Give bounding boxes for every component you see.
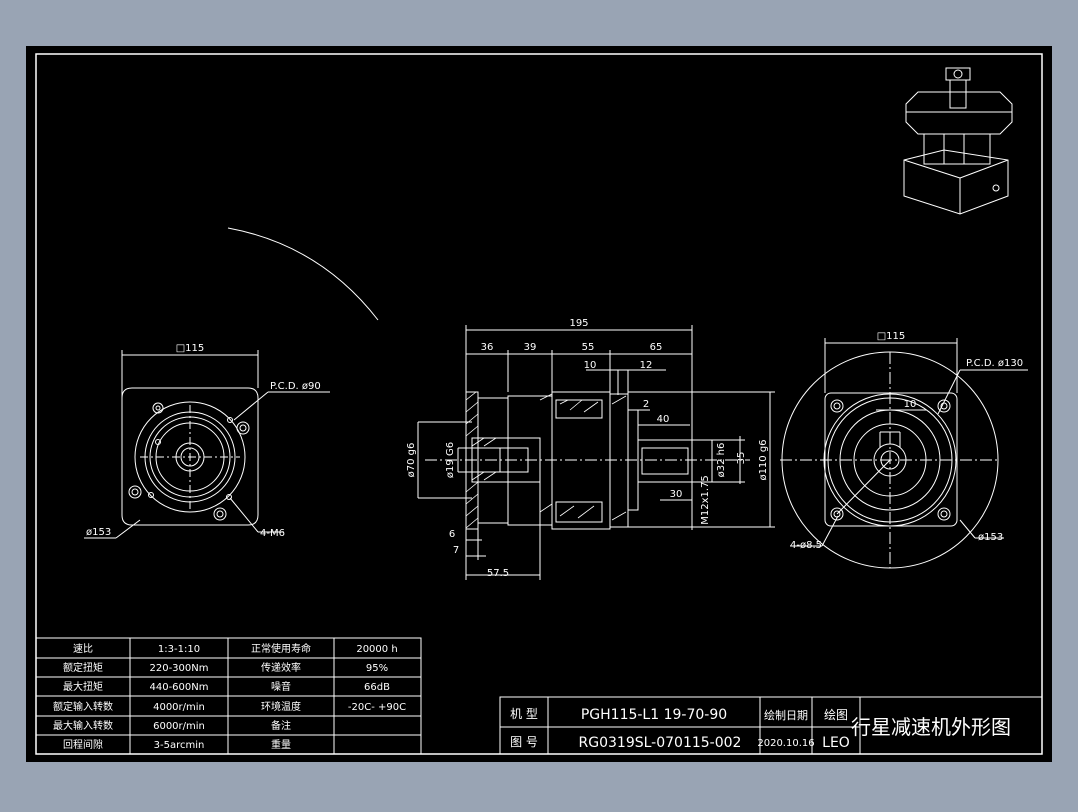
drawing-number-value: RG0319SL-070115-002: [579, 735, 742, 751]
dim-65: 65: [650, 342, 663, 353]
right-key-label: 10: [904, 399, 917, 410]
title-block-text: 机 型 PGH115-L1 19-70-90 图 号 RG0319SL-0701…: [510, 707, 1011, 751]
spec-value: 3-5arcmin: [154, 740, 205, 751]
dim-dia-110: ø110 g6: [758, 439, 769, 480]
thread-label: M12x1.75: [700, 475, 711, 525]
dim-total-length: 195: [569, 318, 588, 329]
spec-label: 最大输入转数: [53, 719, 113, 732]
right-front-view: [780, 338, 1028, 569]
dim-40: 40: [657, 414, 670, 425]
right-diameter-label: ø153: [978, 532, 1003, 543]
spec-label: 额定扭矩: [63, 661, 103, 674]
date-label: 绘制日期: [764, 708, 808, 722]
side-section-view: [417, 325, 775, 580]
drawing-number-label: 图 号: [510, 735, 538, 749]
model-label: 机 型: [510, 707, 538, 721]
right-holes-label: 4-ø8.5: [790, 540, 822, 551]
spec-value: -20C- +90C: [348, 702, 406, 713]
left-diameter-label: ø153: [86, 527, 111, 538]
spec-value: 220-300Nm: [149, 663, 208, 674]
dim-6: 6: [449, 529, 455, 540]
spec-label: 最大扭矩: [63, 680, 103, 693]
spec-label: 环境温度: [261, 700, 301, 713]
left-holes-label: 4-M6: [260, 528, 285, 539]
right-pcd-label: P.C.D. ø130: [966, 358, 1023, 369]
construction-arc: [227, 227, 379, 321]
left-width-label: □115: [176, 343, 205, 354]
dim-57-5: 57.5: [487, 568, 509, 579]
drawer-value: LEO: [822, 735, 850, 751]
spec-label: 备注: [271, 719, 291, 732]
spec-label: 噪音: [271, 680, 291, 693]
drawing-title: 行星减速机外形图: [851, 715, 1011, 739]
dim-10: 10: [584, 360, 597, 371]
spec-value: 95%: [366, 663, 388, 674]
dim-7: 7: [453, 545, 459, 556]
spec-value: 440-600Nm: [149, 682, 208, 693]
spec-value: 20000 h: [356, 644, 397, 655]
drawer-label: 绘图: [824, 707, 848, 722]
dim-dia-70: ø70 g6: [406, 443, 417, 478]
spec-label: 传递效率: [261, 661, 301, 674]
model-value: PGH115-L1 19-70-90: [581, 707, 727, 723]
dim-55: 55: [582, 342, 595, 353]
spec-label: 速比: [73, 643, 93, 655]
spec-table-cells: 速比 1:3-1:10 正常使用寿命 20000 h 额定扭矩 220-300N…: [53, 642, 406, 751]
right-width-label: □115: [877, 331, 906, 342]
dim-36: 36: [481, 342, 494, 353]
dim-30: 30: [670, 489, 683, 500]
spec-value: 6000r/min: [153, 721, 205, 732]
spec-label: 正常使用寿命: [251, 642, 311, 655]
drawing-sheet: [26, 46, 1052, 762]
isometric-view: [903, 67, 1013, 215]
spec-value: 4000r/min: [153, 702, 205, 713]
spec-label: 重量: [271, 738, 291, 751]
spec-value: 1:3-1:10: [158, 644, 200, 655]
spec-table: [35, 637, 422, 755]
title-block: [499, 696, 1043, 755]
dim-12: 12: [640, 360, 653, 371]
dim-2: 2: [643, 399, 649, 410]
spec-value: 66dB: [364, 682, 390, 693]
left-pcd-label: P.C.D. ø90: [270, 381, 321, 392]
spec-label: 额定输入转数: [53, 700, 113, 713]
left-front-view: [84, 350, 330, 539]
date-value: 2020.10.16: [757, 738, 814, 749]
dim-dia-19: ø19 G6: [445, 442, 456, 478]
dim-39: 39: [524, 342, 537, 353]
spec-label: 回程间隙: [63, 738, 103, 751]
dim-dia-32: ø32 h6: [716, 443, 727, 478]
dim-35: 35: [736, 452, 747, 465]
